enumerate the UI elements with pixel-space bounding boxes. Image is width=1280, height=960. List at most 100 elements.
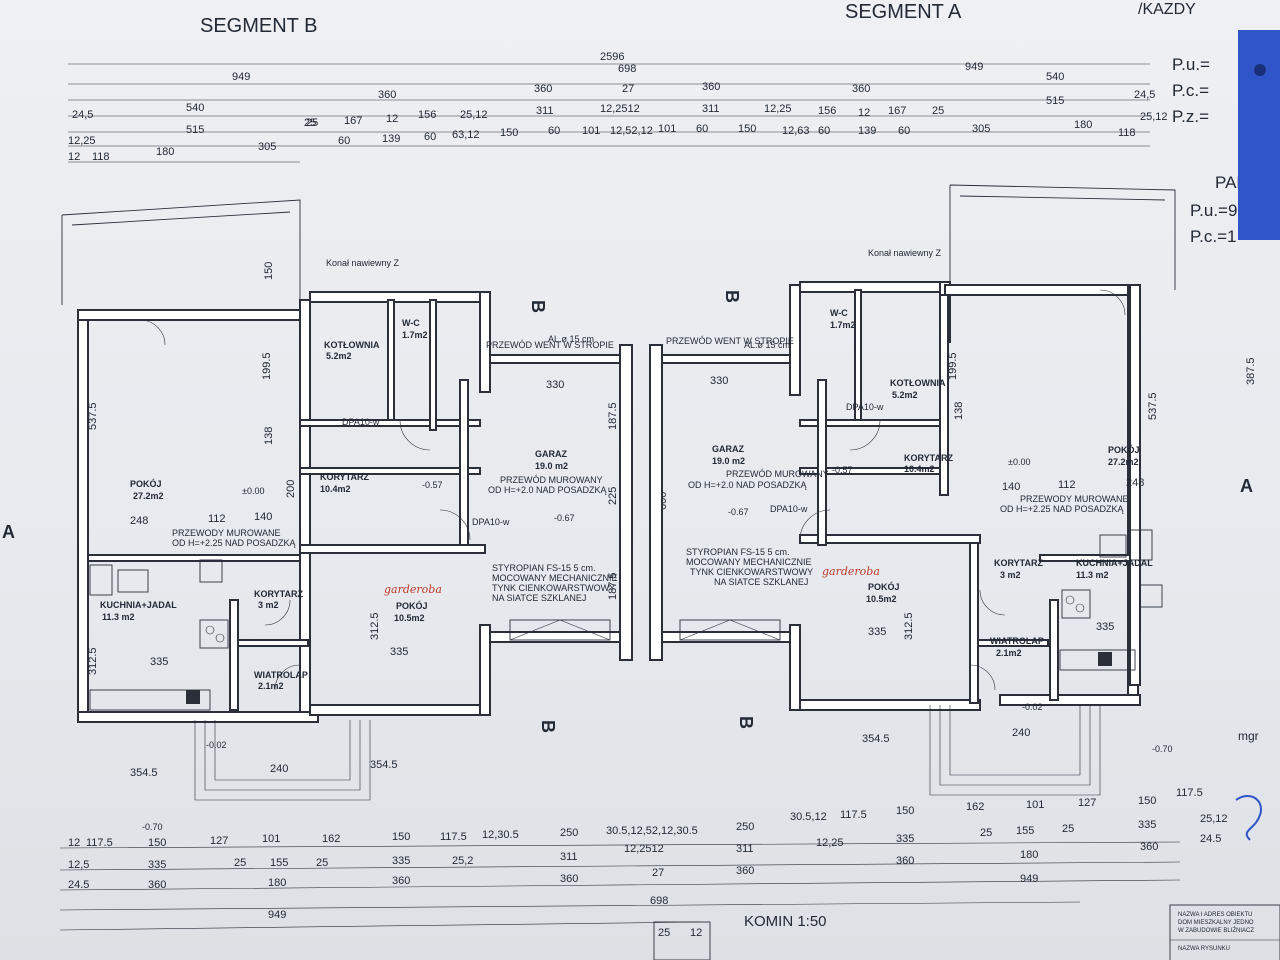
dim-a-537: 537.5 [1147, 392, 1159, 420]
room-pokoj2-a-area: 10.5m2 [866, 594, 897, 604]
dim-top-949b: 949 [965, 61, 983, 73]
bdim-r1-19: 150 [1138, 795, 1156, 807]
dim-r6-3: 180 [156, 146, 174, 158]
bdim-r2-14: 155 [1016, 825, 1034, 837]
dim-r5-7: 63,12 [452, 129, 480, 141]
note-konal-b: Konał nawiewny Z [326, 258, 400, 268]
note-styro-b1: STYROPIAN FS-15 5 cm. [492, 563, 596, 573]
dim-r3-3: 360 [534, 83, 552, 95]
bdim-r1-6: 162 [322, 833, 340, 845]
note-przewody-b2: OD H=+2.25 NAD POSADZKĄ [172, 538, 297, 548]
room-wc-a-area: 1.7m2 [830, 320, 856, 330]
level-067-a: -0.67 [728, 507, 749, 517]
dim-r5-11: 12,52,12 [610, 125, 653, 137]
level-002-a: -0.02 [1022, 702, 1043, 712]
bdim-r1-18: 127 [1078, 797, 1096, 809]
bdim-r1-2: 117.5 [86, 837, 113, 849]
bdim-r4-3: 949 [1020, 873, 1038, 885]
section-a-right: A [1240, 476, 1253, 496]
bdim-r4-1: 949 [268, 909, 286, 921]
room-pokoj-b-area: 27.2m2 [133, 491, 164, 501]
top-dimension-lines [68, 63, 1150, 163]
dim-b-138: 138 [263, 427, 275, 445]
note-dpa-b2: DPA10-w [472, 517, 510, 527]
room-pokoj-b: POKÓJ [130, 478, 162, 489]
bdim-r1-4: 127 [210, 835, 228, 847]
dim-r4-9: 311 [702, 103, 720, 115]
segment-b-doors [139, 319, 611, 691]
bdim-r1-9: 12,30.5 [482, 829, 519, 841]
bdim-r3-11: 24.5 [1200, 833, 1221, 845]
bdim-r1-14: 117.5 [840, 809, 867, 821]
room-garaz-a-area: 19.0 m2 [712, 456, 745, 466]
level-zero-b: ±0.00 [242, 486, 264, 496]
bdim-r2-6: 335 [392, 855, 410, 867]
room-wiatrolap-b: WIATROLAP [254, 670, 308, 680]
room-pokoj2-a: POKÓJ [868, 581, 900, 592]
dim-a-199: 199.5 [947, 352, 959, 380]
room-kotlownia-b: KOTŁOWNIA [324, 340, 380, 350]
note-wentylacja-a2: AL.ø 15 cm [744, 340, 790, 350]
dim-r5-12: 101 [658, 123, 676, 135]
dim-r3-4: 27 [622, 83, 634, 95]
bdim-r2-12: 335 [896, 833, 914, 845]
room-wc-b: W-C [402, 318, 420, 328]
bdim-r2-15: 25 [1062, 823, 1074, 835]
dim-r4-11: 156 [818, 105, 836, 117]
dim-r5-10: 101 [582, 125, 600, 137]
note-przewody-a: PRZEWODY MUROWANE [1020, 494, 1129, 504]
level-070-b: -0.70 [142, 822, 163, 832]
note-garderoba-b: garderoba [384, 583, 442, 596]
dim-r4-6: 25,12 [460, 109, 488, 121]
komin-label: KOMIN 1:50 [744, 913, 827, 930]
dim-top-540b: 540 [1046, 71, 1064, 83]
bdim-r2-16: 335 [1138, 819, 1156, 831]
bdim-r3-5: 360 [560, 873, 578, 885]
bdim-r1-8: 117.5 [440, 831, 467, 843]
note-styro-b2: MOCOWANY MECHANICZNIE [492, 573, 618, 583]
room-korytarz-b-area: 10.4m2 [320, 484, 351, 494]
dim-r5-3: 25 [304, 117, 316, 129]
dim-r5-19: 305 [972, 123, 990, 135]
dim-b-150: 150 [263, 262, 275, 280]
dim-top-698: 698 [618, 63, 636, 75]
bdim-r2-17: 25,12 [1200, 813, 1228, 825]
dim-r5-17: 139 [858, 125, 876, 137]
note-przewod-a: PRZEWÓD MUROWANY [726, 469, 829, 479]
dim-top-2596: 2596 [600, 51, 624, 63]
dim-r4-8: 12,2512 [600, 103, 640, 115]
room-korytarz-a-area: 10.4m2 [904, 464, 935, 474]
kazdy-label: /KAZDY [1138, 1, 1196, 18]
level-067-b: -0.67 [554, 513, 575, 523]
room-pokoj2-b-area: 10.5m2 [394, 613, 425, 623]
bdim-r2-1: 12,5 [68, 859, 89, 871]
room-korytarz-b: KORYTARZ [320, 472, 369, 482]
bdim-r2-7: 25,2 [452, 855, 473, 867]
bdim-r1-3: 150 [148, 837, 166, 849]
dim-r5-22: 25,12 [1140, 111, 1168, 123]
room-korytarz2-a: KORYTARZ [994, 558, 1043, 568]
dim-r5-13: 60 [696, 123, 708, 135]
bdim-r1-16: 162 [966, 801, 984, 813]
segment-b-walls [61, 199, 633, 723]
bdim-r2-9: 12,2512 [624, 843, 664, 855]
dim-r4-5: 156 [418, 109, 436, 121]
dim-r4-13: 167 [888, 105, 906, 117]
note-przewody-b: PRZEWODY MUROWANE [172, 528, 281, 538]
section-b-bottom-right: B [736, 716, 756, 729]
note-przewod-a2: OD H=+2.0 NAD POSADZKĄ [688, 480, 808, 490]
note-styro-a4: NA SIATCE SZKLANEJ [714, 577, 808, 587]
dim-r5-9: 60 [548, 125, 560, 137]
dim-b-200: 200 [285, 480, 297, 498]
dim-r4-1: 540 [186, 102, 204, 114]
note-styro-a2: MOCOWANY MECHANICZNIE [686, 557, 812, 567]
bdim-r1-12: 250 [736, 821, 754, 833]
room-wiatrolap-a-area: 2.1m2 [996, 648, 1022, 658]
room-kotlownia-b-area: 5.2m2 [326, 351, 352, 361]
room-kuchnia-b: KUCHNIA+JADAL [100, 600, 177, 610]
note-dpa-a2: DPA10-w [770, 504, 808, 514]
note-garderoba-a: garderoba [822, 565, 880, 578]
dim-r5-21: 118 [1118, 127, 1136, 139]
bdim-r2-10: 311 [736, 843, 754, 855]
note-styro-b3: TYNK CIENKOWARSTWOWY [492, 583, 615, 593]
